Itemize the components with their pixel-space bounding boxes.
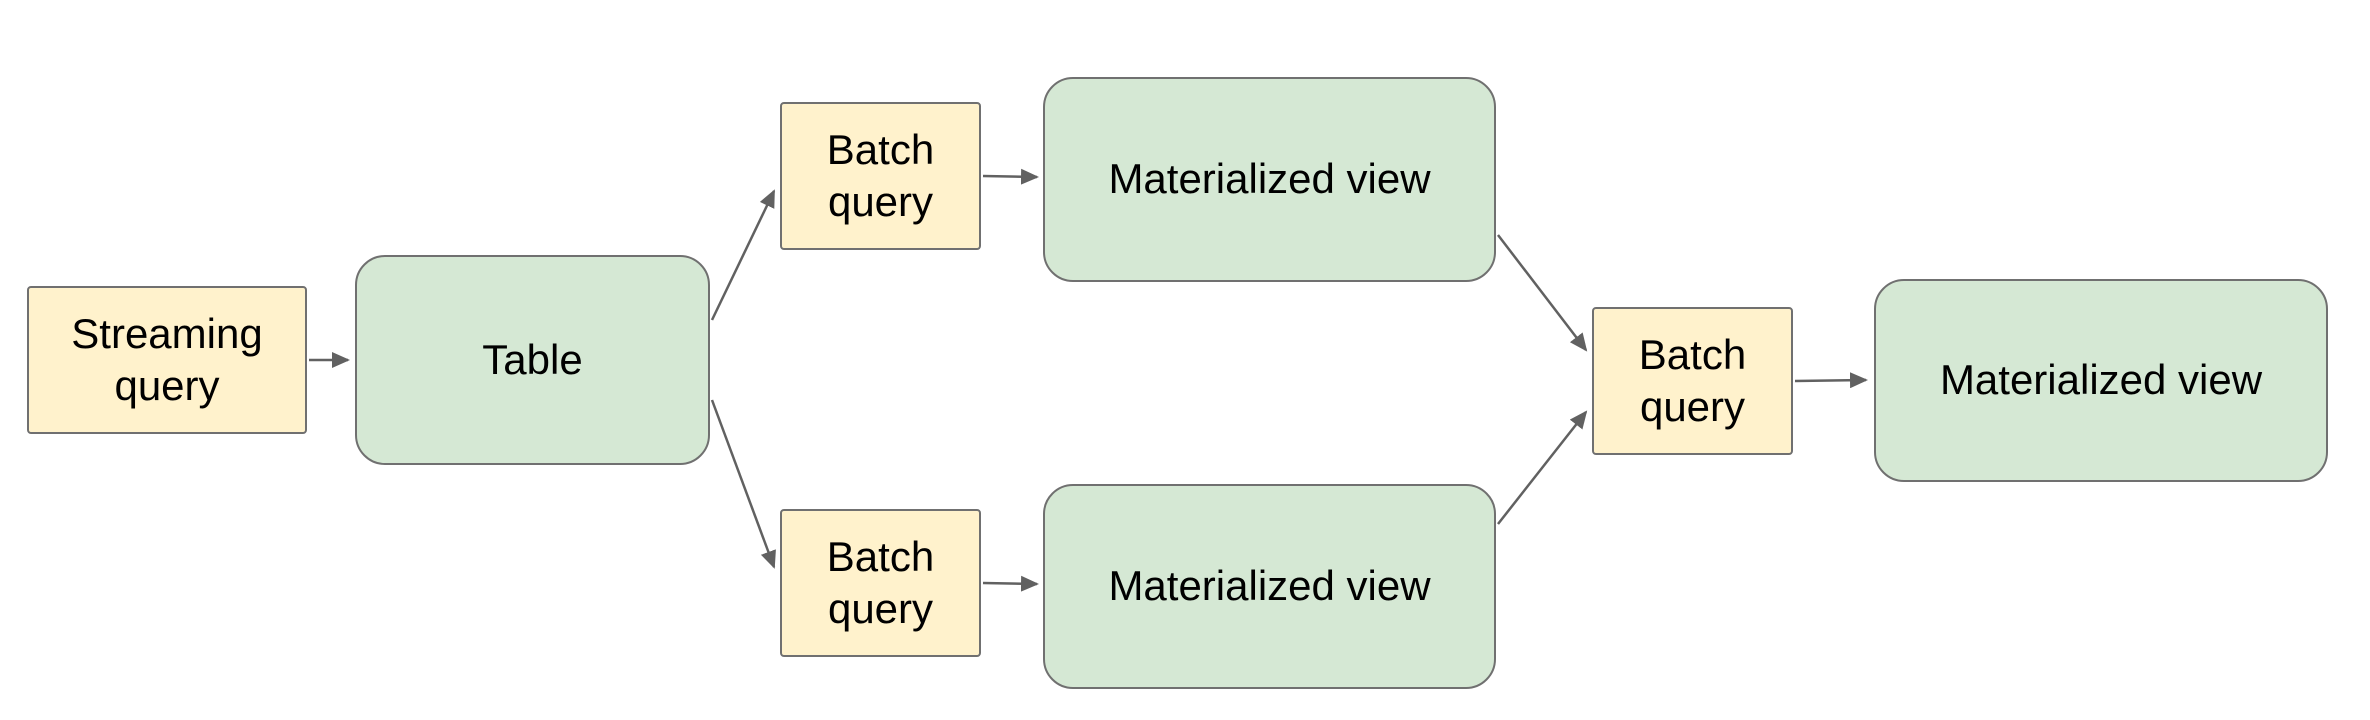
node-batch-query-top-label: Batch query bbox=[826, 125, 935, 226]
node-batch-query-top: Batch query bbox=[780, 102, 981, 250]
node-materialized-view-bottom-label: Materialized view bbox=[1108, 562, 1431, 610]
node-table: Table bbox=[355, 255, 710, 465]
edge-batch-query-right-to-materialized-view-right bbox=[1794, 372, 1868, 389]
node-materialized-view-right-label: Materialized view bbox=[1939, 356, 2263, 404]
node-table-label: Table bbox=[482, 335, 583, 383]
node-batch-query-right: Batch query bbox=[1592, 307, 1793, 455]
node-streaming-query-label: Streaming query bbox=[71, 309, 263, 410]
node-materialized-view-top: Materialized view bbox=[1043, 77, 1496, 282]
node-streaming-query: Streaming query bbox=[27, 286, 307, 434]
edge-batch-query-bottom-to-materialized-view-bottom bbox=[982, 575, 1039, 592]
node-materialized-view-top-label: Materialized view bbox=[1108, 155, 1431, 203]
edge-materialized-view-top-to-batch-query-right bbox=[1497, 234, 1588, 352]
edge-materialized-view-bottom-to-batch-query-right bbox=[1497, 410, 1588, 525]
node-batch-query-right-label: Batch query bbox=[1638, 330, 1747, 431]
edge-table-to-batch-query-bottom bbox=[710, 399, 776, 569]
node-batch-query-bottom: Batch query bbox=[780, 509, 981, 657]
edge-table-to-batch-query-top bbox=[710, 189, 776, 321]
node-materialized-view-bottom: Materialized view bbox=[1043, 484, 1496, 689]
edge-batch-query-top-to-materialized-view-top bbox=[982, 168, 1039, 185]
node-batch-query-bottom-label: Batch query bbox=[826, 532, 935, 633]
node-materialized-view-right: Materialized view bbox=[1874, 279, 2328, 482]
